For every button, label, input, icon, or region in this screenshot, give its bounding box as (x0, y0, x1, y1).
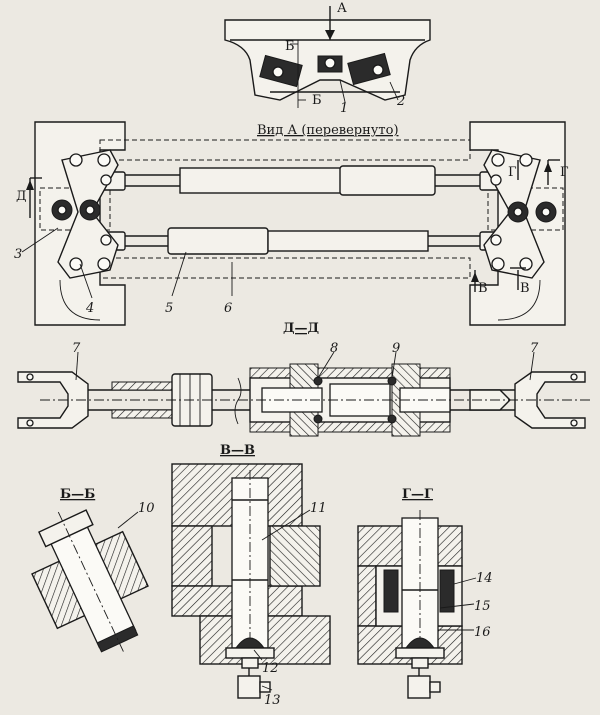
callout-16: 16 (474, 625, 491, 640)
section-gg-title: Г—Г (402, 487, 433, 502)
section-gg (357, 510, 463, 699)
section-bb (31, 509, 149, 653)
callout-6: 6 (224, 301, 232, 316)
callout-8: 8 (330, 341, 338, 356)
callout-13: 13 (264, 693, 281, 708)
callout-7-left: 7 (72, 341, 81, 356)
rod-section (17, 363, 590, 437)
arrow-a-label: А (337, 1, 347, 16)
cut-v-outer-label: В (520, 281, 530, 296)
cut-g-outer-label: Г (560, 165, 569, 180)
cut-v-inner-label: В (478, 281, 488, 296)
callout-15: 15 (474, 599, 491, 614)
plan-view (26, 121, 566, 326)
callout-9: 9 (392, 341, 400, 356)
section-dd-title: Д—Д (283, 321, 319, 336)
callout-14: 14 (476, 571, 493, 586)
cut-d-label: Д (16, 189, 27, 204)
callout-4: 4 (85, 301, 94, 316)
callout-10: 10 (138, 501, 155, 516)
cut-b-top-label: Б (285, 39, 295, 54)
callout-5: 5 (165, 301, 173, 316)
callout-12: 12 (262, 661, 279, 676)
callout-1: 1 (340, 101, 348, 116)
callout-3: 3 (14, 247, 22, 262)
section-vv (171, 463, 331, 699)
view-a-title: Вид А (перевернуто) (257, 123, 399, 138)
top-view (224, 6, 431, 108)
callout-7-right: 7 (530, 341, 539, 356)
section-vv-title: В—В (220, 443, 255, 458)
section-bb-title: Б—Б (60, 487, 95, 502)
cut-g-inner-label: Г (508, 165, 517, 180)
cut-b-bottom-label: Б (312, 93, 322, 108)
callout-11: 11 (310, 501, 327, 516)
callout-2: 2 (396, 94, 405, 109)
